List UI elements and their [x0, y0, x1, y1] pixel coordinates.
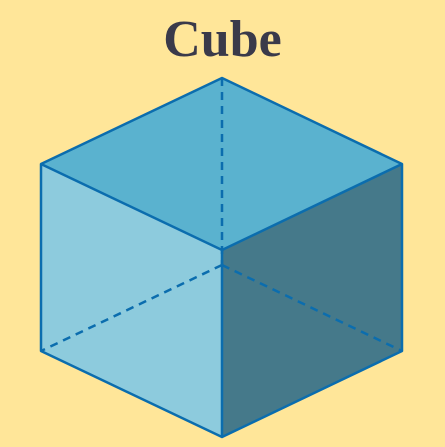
hidden-edges	[40, 78, 403, 353]
cube	[39, 76, 404, 439]
front-edge-top-right	[221, 162, 403, 252]
left-face	[41, 164, 222, 437]
hidden-edge-left	[40, 263, 223, 353]
hidden-edge-right	[221, 263, 403, 353]
right-face	[222, 164, 402, 437]
page-title: Cube	[163, 11, 282, 68]
visible-edges	[39, 76, 404, 439]
front-edge-top-left	[40, 162, 223, 252]
